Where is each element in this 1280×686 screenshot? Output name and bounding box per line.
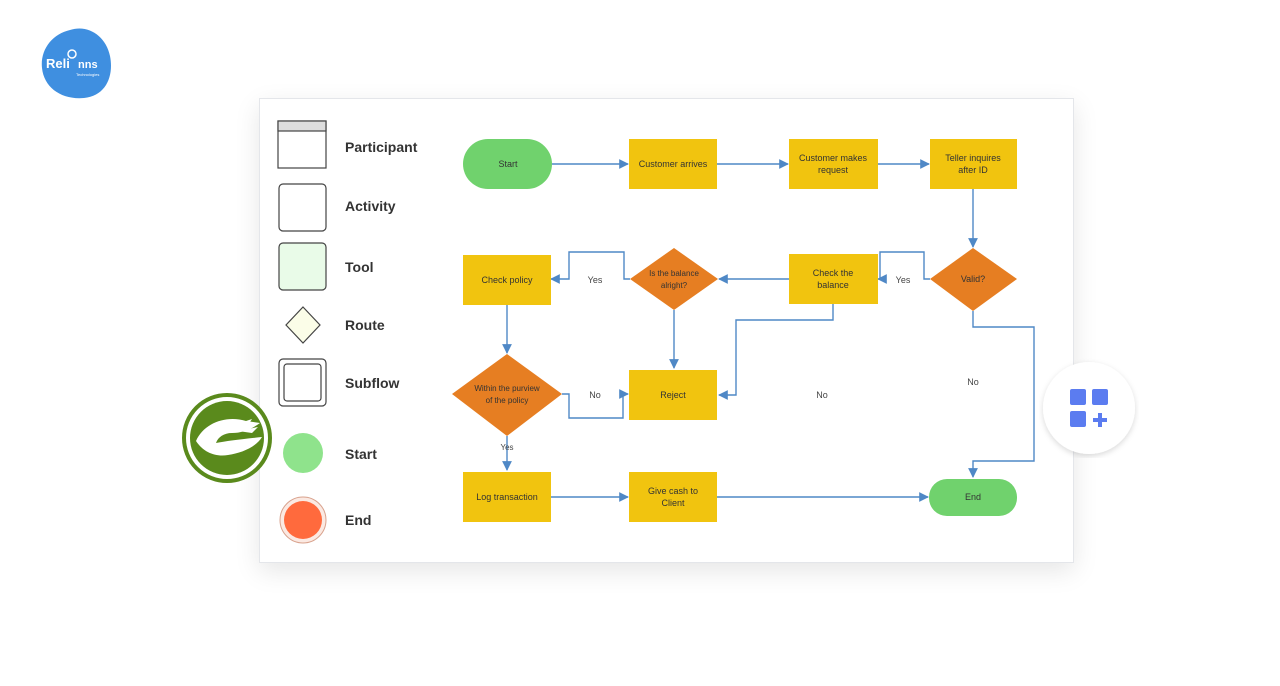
legend-tool-shape (278, 242, 327, 291)
lightbulb-icon (67, 49, 77, 59)
node-log-transaction[interactable]: Log transaction (463, 472, 551, 522)
logo-text-suffix: nns (78, 59, 98, 71)
node-customer-request[interactable]: Customer makes request (789, 139, 878, 189)
legend-start-shape (283, 433, 323, 473)
svg-text:Teller inquires: Teller inquires (945, 153, 1001, 163)
logo-tagline: Technologies (76, 72, 99, 77)
legend-activity-shape (278, 183, 327, 232)
node-start[interactable]: Start (463, 139, 552, 189)
svg-text:End: End (965, 492, 981, 502)
svg-text:Give cash to: Give cash to (648, 486, 698, 496)
svg-text:Check the: Check the (813, 268, 854, 278)
edge-valid-end (968, 311, 1035, 478)
node-customer-arrives[interactable]: Customer arrives (629, 139, 717, 189)
svg-text:Reject: Reject (660, 390, 686, 400)
node-balance-alright[interactable]: Is the balance alright? (630, 248, 718, 310)
legend-end-shape (279, 496, 327, 544)
legend-tool-label: Tool (345, 259, 374, 275)
svg-text:Is the balance: Is the balance (649, 269, 699, 278)
svg-text:balance: balance (817, 280, 849, 290)
svg-text:Customer arrives: Customer arrives (639, 159, 708, 169)
node-check-balance[interactable]: Check the balance (789, 254, 878, 304)
legend-route-shape (285, 306, 321, 344)
company-logo: Reli nns Technologies (41, 28, 111, 99)
legend-participant-label: Participant (345, 139, 418, 155)
svg-text:Within the purview: Within the purview (474, 384, 540, 393)
edge-purview-reject (562, 389, 629, 419)
svg-text:of the policy: of the policy (486, 396, 529, 405)
legend-route-label: Route (345, 317, 385, 333)
svg-text:alright?: alright? (661, 281, 688, 290)
edge-label-no-valid: No (967, 377, 979, 387)
edge-label-no-purview: No (589, 390, 601, 400)
edge-valid-balance (877, 251, 930, 284)
legend-start-label: Start (345, 446, 377, 462)
svg-text:Valid?: Valid? (961, 274, 985, 284)
svg-text:Customer makes: Customer makes (799, 153, 868, 163)
green-app-logo-icon (182, 393, 272, 483)
node-within-purview[interactable]: Within the purview of the policy (452, 354, 562, 436)
node-teller-inquires[interactable]: Teller inquires after ID (930, 139, 1017, 189)
svg-text:Check policy: Check policy (481, 275, 533, 285)
node-end[interactable]: End (929, 479, 1017, 516)
edge-label-yes-balance: Yes (588, 275, 603, 285)
legend-subflow-shape (278, 358, 327, 407)
legend-activity-label: Activity (345, 198, 396, 214)
svg-text:Client: Client (661, 498, 685, 508)
connectors (502, 159, 1035, 502)
svg-text:Start: Start (498, 159, 518, 169)
node-check-policy[interactable]: Check policy (463, 255, 551, 305)
legend-subflow-label: Subflow (345, 375, 400, 391)
edge-balance-reject (718, 304, 834, 400)
svg-text:after ID: after ID (958, 165, 988, 175)
add-apps-icon[interactable] (1039, 358, 1139, 458)
legend-participant-shape (277, 120, 327, 169)
logo-text: Reli (46, 56, 70, 71)
legend-end-label: End (345, 512, 372, 528)
edge-label-yes-purview: Yes (500, 443, 513, 452)
svg-text:Log transaction: Log transaction (476, 492, 538, 502)
node-reject[interactable]: Reject (629, 370, 717, 420)
node-valid[interactable]: Valid? (930, 248, 1017, 311)
edge-label-yes-valid: Yes (896, 275, 911, 285)
node-give-cash[interactable]: Give cash to Client (629, 472, 717, 522)
svg-text:request: request (818, 165, 849, 175)
edge-ok-policy (550, 251, 630, 284)
edge-label-no-middle: No (816, 390, 828, 400)
